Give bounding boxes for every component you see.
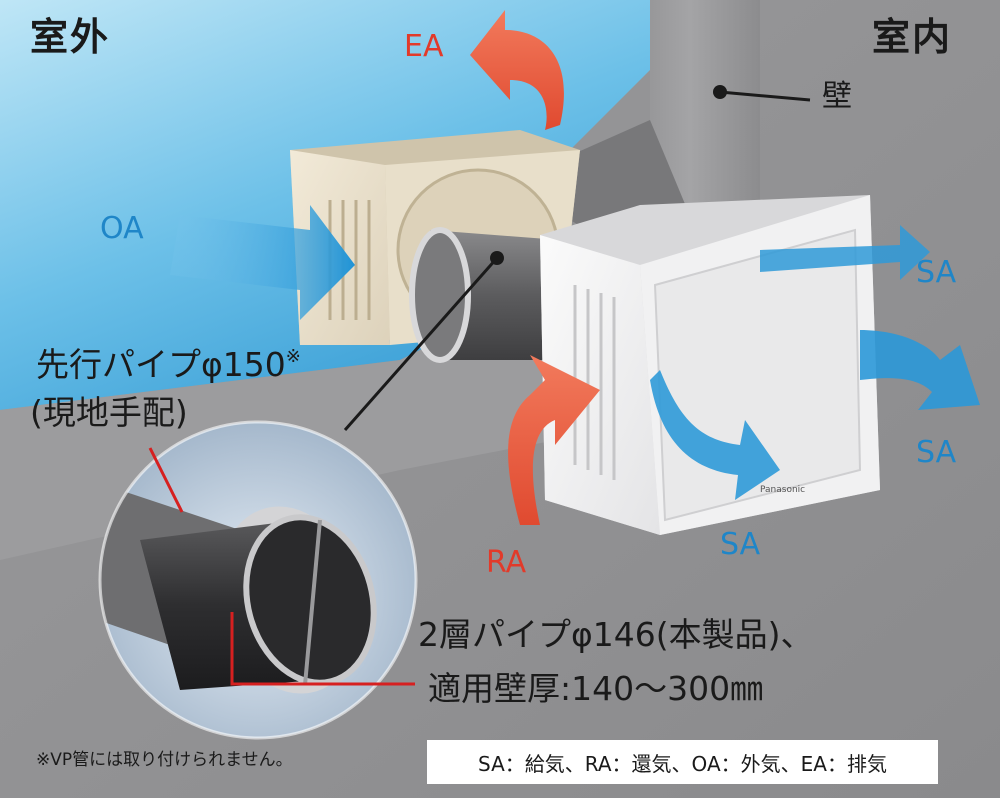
- ea-arrow: [470, 10, 564, 130]
- product-callout-line1: 2層パイプφ146(本製品)、: [418, 615, 814, 654]
- pipe-callout-line2: (現地手配): [30, 393, 188, 432]
- legend-text: SA：給気、RA：還気、OA：外気、EA：排気: [478, 751, 887, 776]
- pipe-callout-red-line: [148, 447, 184, 513]
- indoor-unit: Panasonic: [540, 195, 880, 535]
- pipe-leader-dot: [490, 251, 504, 265]
- footnote: ※VP管には取り付けられません。: [36, 750, 293, 770]
- sa-label-right: SA: [916, 435, 957, 470]
- ea-label: EA: [404, 29, 444, 64]
- product-callout-line2: 適用壁厚:140〜300㎜: [428, 669, 764, 708]
- through-wall-pipe: [409, 227, 560, 363]
- pipe-magnifier: [98, 420, 418, 740]
- outdoor-label: 室外: [30, 15, 111, 59]
- wall-leader-dot: [713, 85, 727, 99]
- pipe-callout-text: 先行パイプφ150: [36, 345, 286, 384]
- sa-label-top: SA: [916, 255, 957, 290]
- oa-arrow: [170, 205, 355, 320]
- sa-arrow-right: [860, 330, 980, 410]
- svg-text:Panasonic: Panasonic: [760, 485, 805, 495]
- wall-label: 壁: [822, 79, 852, 114]
- sa-arrow-top: [760, 225, 930, 280]
- indoor-label: 室内: [872, 15, 953, 59]
- sa-label-front: SA: [720, 527, 761, 562]
- ra-label: RA: [486, 545, 527, 580]
- ra-arrow: [508, 355, 600, 525]
- product-callout-red-line: [230, 612, 415, 686]
- pipe-leader-line: [343, 257, 499, 431]
- oa-label: OA: [100, 211, 144, 246]
- pipe-callout-line1: 先行パイプφ150※: [36, 345, 301, 384]
- sa-arrow-front: [650, 370, 780, 500]
- pipe-callout-mark: ※: [285, 346, 301, 367]
- wall-leader-line: [719, 90, 811, 102]
- legend-box: SA：給気、RA：還気、OA：外気、EA：排気: [427, 740, 938, 784]
